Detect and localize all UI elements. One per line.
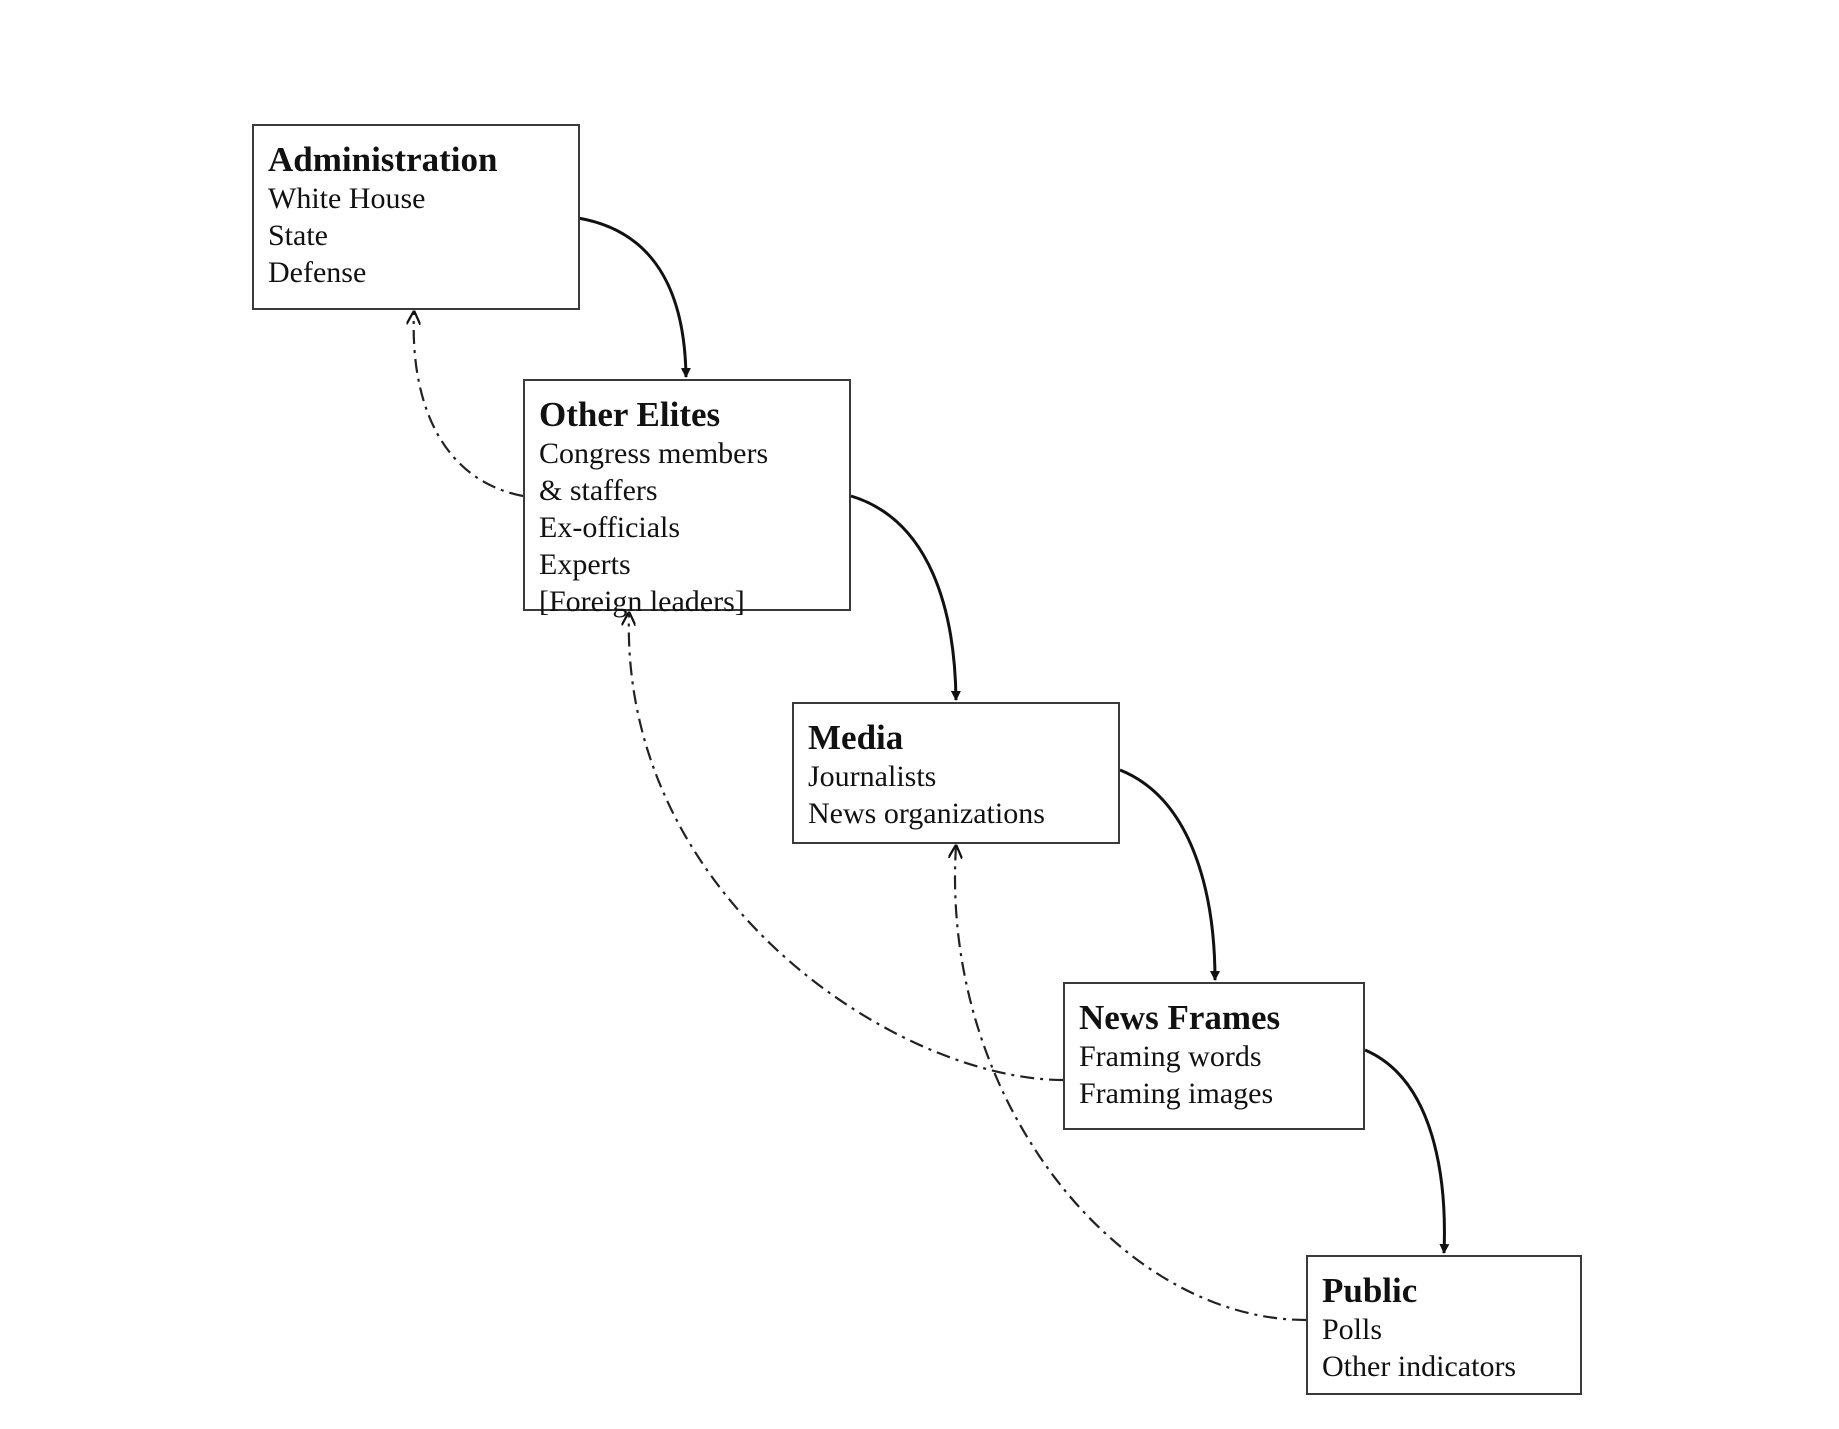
node-line: White House <box>268 182 426 215</box>
edge-other-elites-to-media <box>850 494 961 701</box>
feedback-public-to-media <box>955 846 1307 1322</box>
node-line: Congress members <box>539 437 769 470</box>
node-line: Polls <box>1322 1313 1383 1346</box>
node-line: & staffers <box>539 474 658 507</box>
node-line: Ex-officials <box>539 511 681 544</box>
node-title: News Frames <box>1079 998 1281 1037</box>
node-title: Other Elites <box>539 395 721 434</box>
feedback-other-elites-to-administration <box>414 312 524 498</box>
node-news-frames: News Frames Framing words Framing images <box>1063 982 1365 1130</box>
node-other-elites: Other Elites Congress members & staffers… <box>523 379 851 618</box>
node-title: Administration <box>268 140 498 179</box>
edge-media-to-news-frames <box>1119 768 1220 981</box>
node-line: Other indicators <box>1322 1350 1517 1383</box>
node-line: [Foreign leaders] <box>539 585 745 618</box>
node-line: Experts <box>539 548 631 581</box>
feedback-news-frames-to-other-elites <box>629 613 1064 1082</box>
node-line: Framing words <box>1079 1040 1262 1073</box>
node-line: News organizations <box>808 797 1045 830</box>
edge-news-frames-to-public <box>1364 1048 1450 1254</box>
node-line: Framing images <box>1079 1077 1274 1110</box>
node-line: Journalists <box>808 760 937 793</box>
node-line: State <box>268 219 328 252</box>
node-title: Public <box>1322 1271 1418 1310</box>
edge-administration-to-other-elites <box>577 216 691 378</box>
node-public: Public Polls Other indicators <box>1306 1255 1582 1395</box>
node-title: Media <box>808 718 904 757</box>
node-media: Media Journalists News organizations <box>792 702 1120 844</box>
node-administration: Administration White House State Defense <box>252 124 580 310</box>
node-line: Defense <box>268 256 367 289</box>
